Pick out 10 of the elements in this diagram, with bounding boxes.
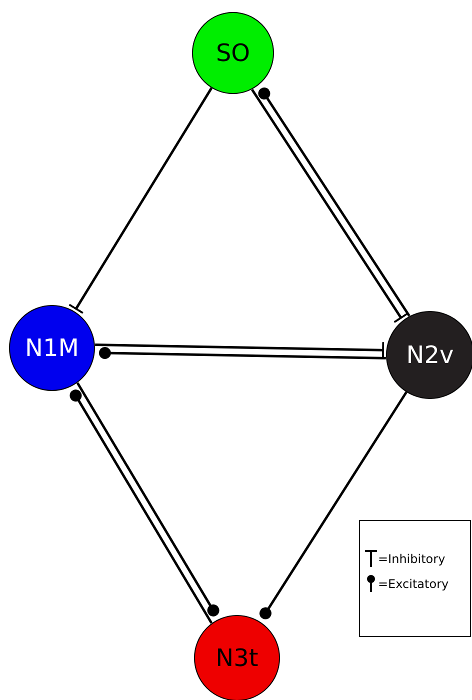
legend-text: =Inhibitory: [378, 552, 446, 566]
connector-line: [259, 391, 408, 620]
legend-text: =Excitatory: [378, 576, 449, 590]
neuron-label: N3t: [216, 644, 258, 672]
connector-line: [95, 341, 384, 360]
connector-line: [98, 346, 386, 360]
neuron-label: N2v: [406, 341, 454, 369]
neuron-label: SO: [216, 39, 250, 67]
connector-line: [68, 87, 213, 314]
neuron-label: N1M: [25, 334, 79, 362]
